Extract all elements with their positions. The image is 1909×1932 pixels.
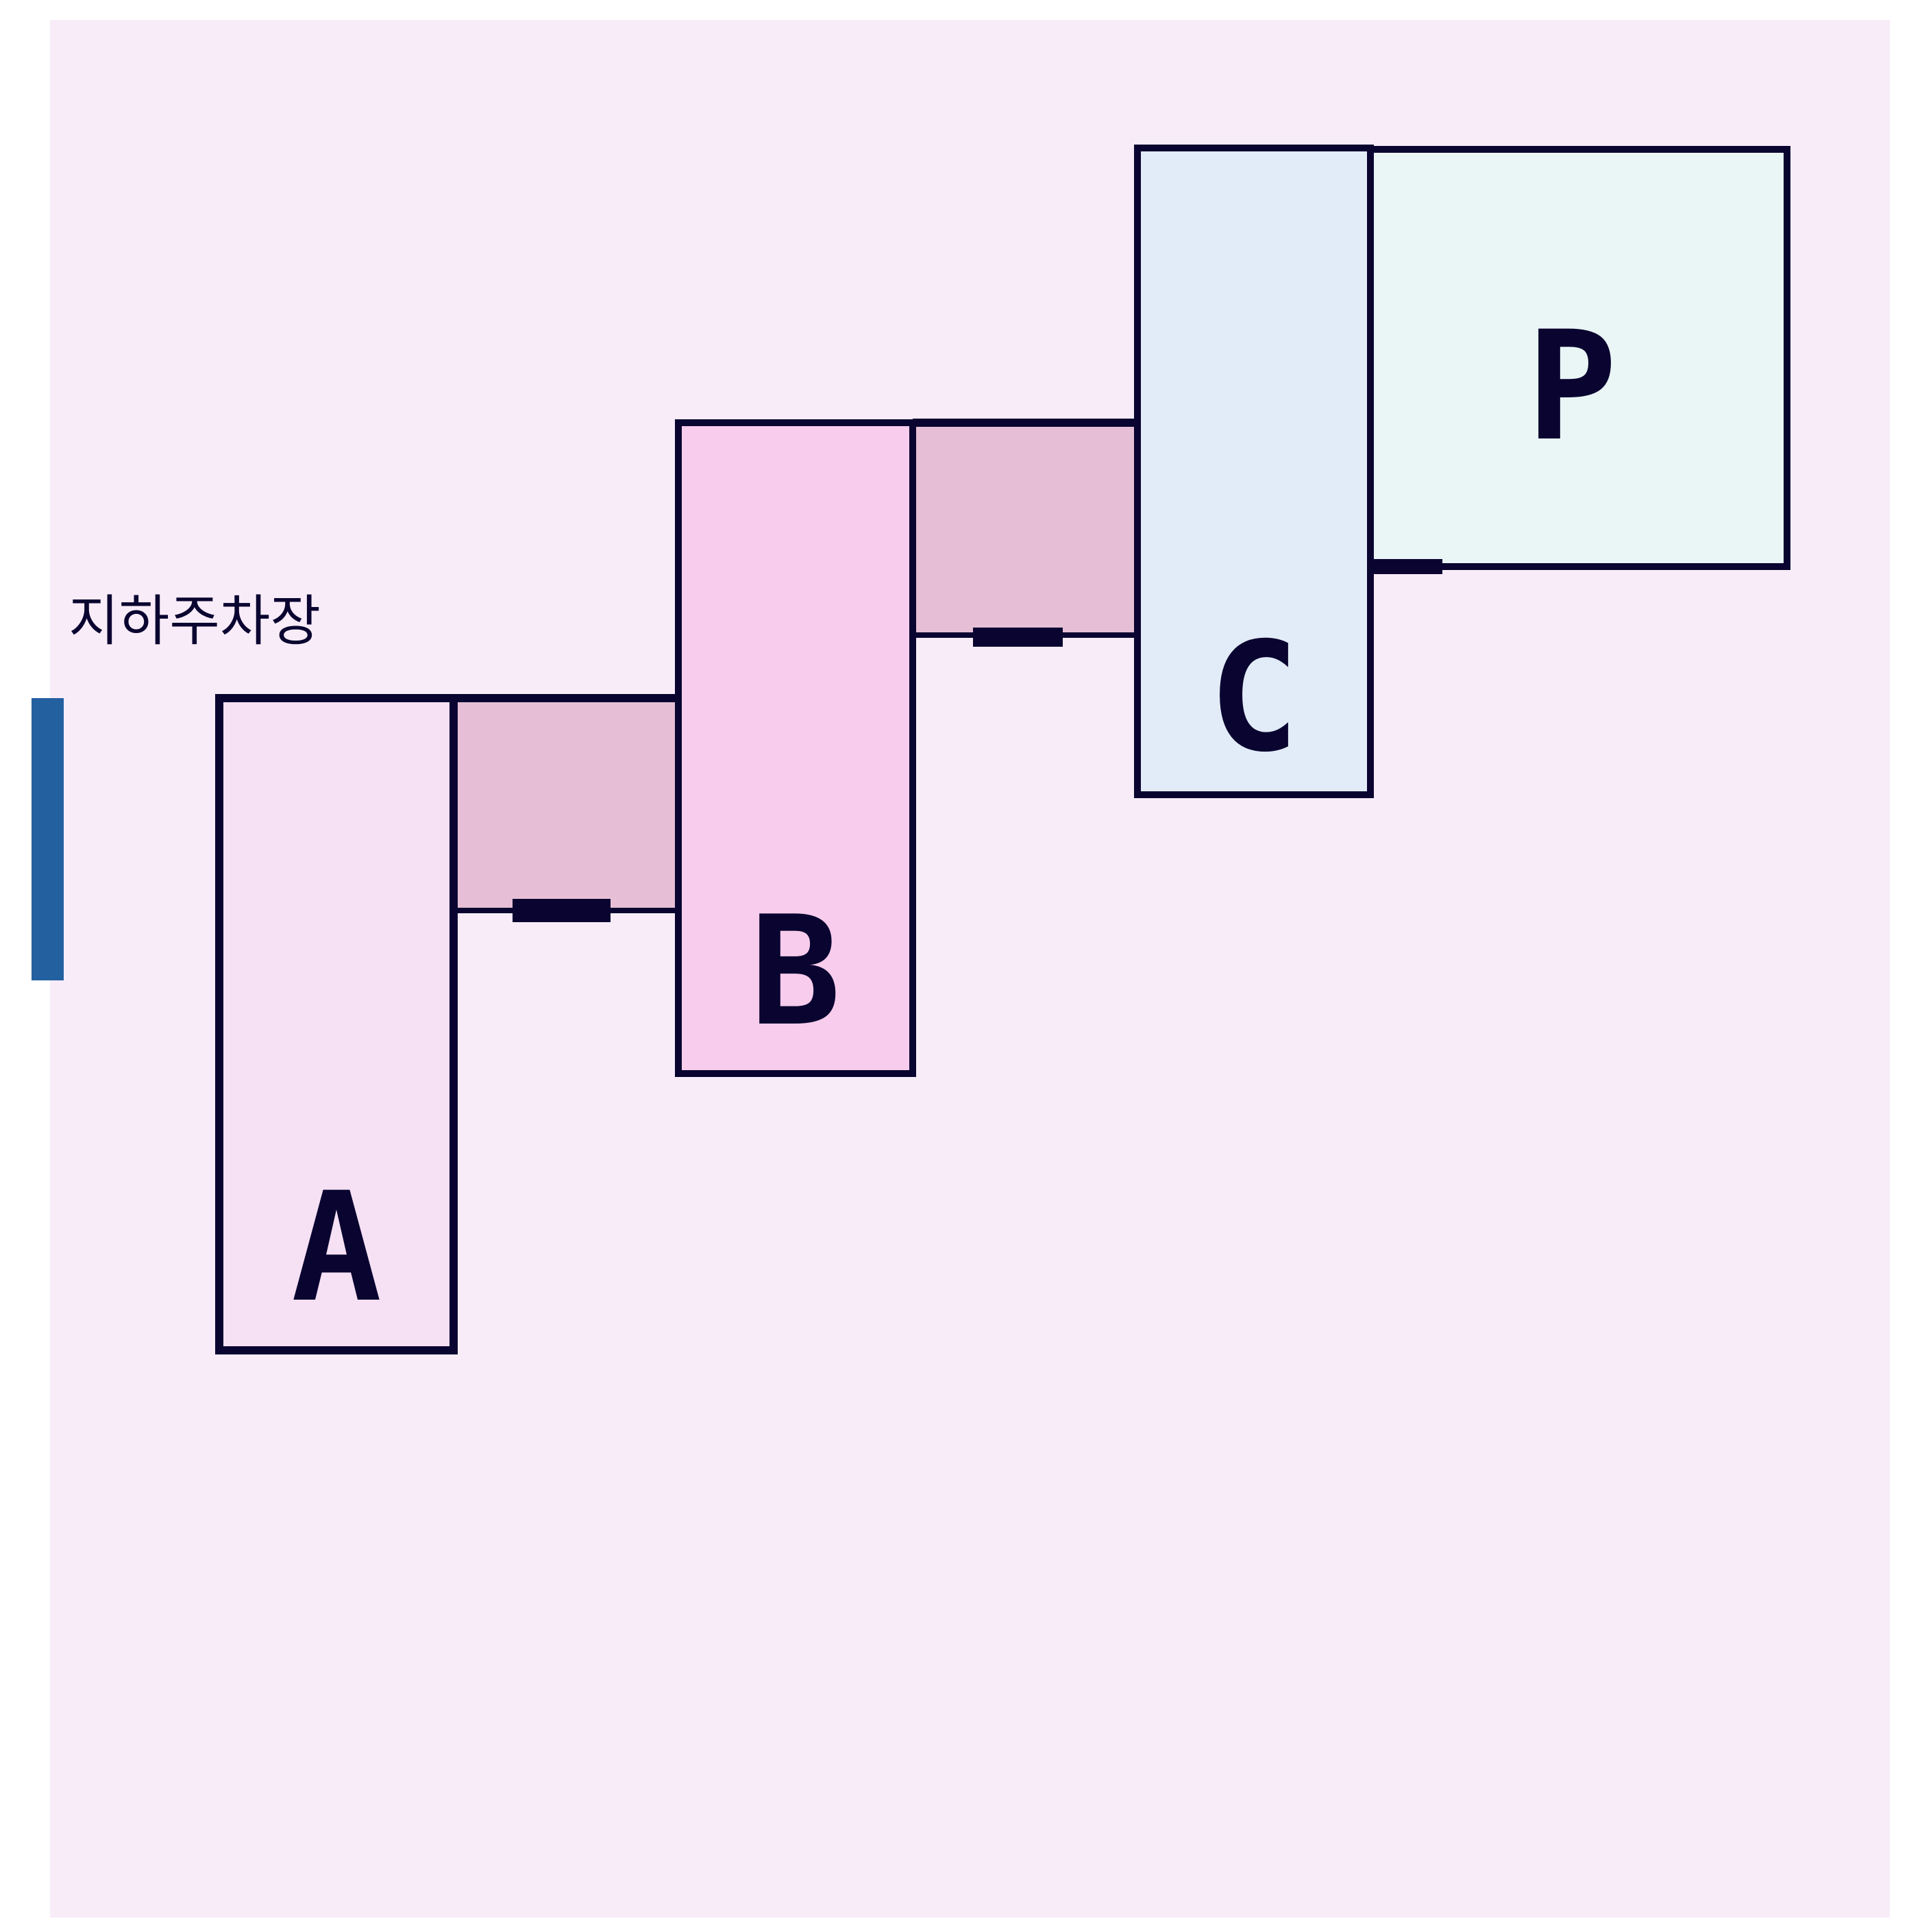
room-c[interactable]: C (1134, 145, 1374, 798)
door-b-c[interactable] (973, 628, 1063, 647)
door-a-b[interactable] (513, 899, 611, 922)
room-a[interactable]: A (215, 694, 458, 1354)
side-marker[interactable] (32, 698, 64, 980)
corridor-a-b (454, 694, 678, 922)
room-p[interactable]: P (1367, 146, 1790, 574)
door-c-p[interactable] (1370, 559, 1442, 574)
area-label: 지하주차장 (69, 589, 321, 653)
room-b-label: B (750, 884, 841, 1059)
room-c-label: C (1209, 610, 1299, 785)
room-a-label: A (291, 1160, 382, 1335)
room-p-label: P (1527, 299, 1617, 474)
corridor-b-c (913, 419, 1137, 647)
room-b[interactable]: B (675, 419, 916, 1077)
